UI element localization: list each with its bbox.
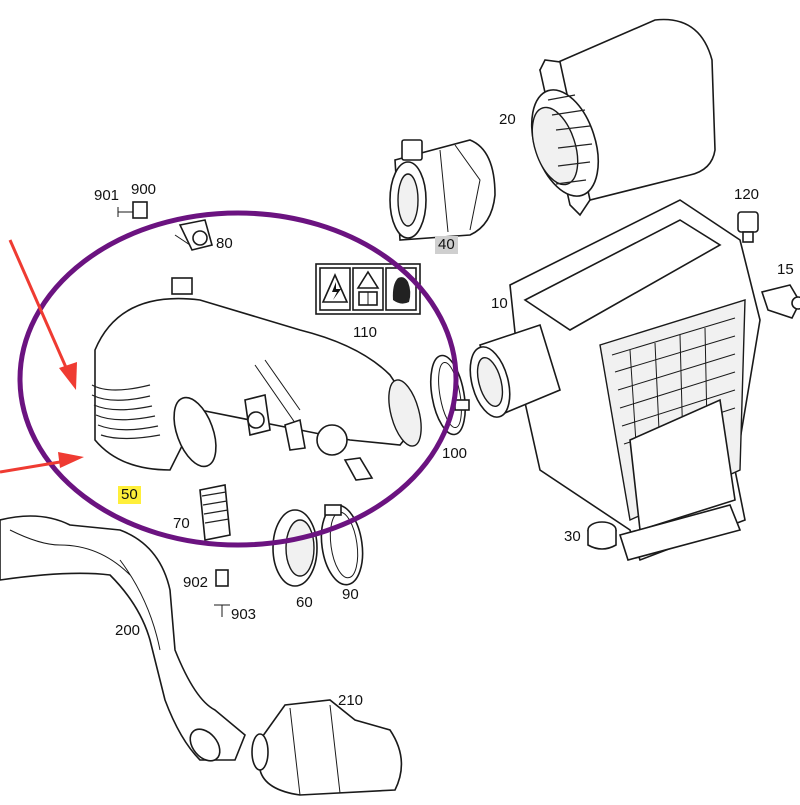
housing-inlet-tube <box>469 323 561 418</box>
electrical-hazard-icon <box>319 267 351 311</box>
callout-40: 40 <box>435 236 458 254</box>
callout-10: 10 <box>491 295 508 312</box>
intake-duct <box>91 297 422 481</box>
callout-15: 15 <box>777 261 794 278</box>
protective-gloves-icon <box>385 267 417 311</box>
mass-air-flow-sensor <box>389 139 496 241</box>
callout-70: 70 <box>173 515 190 532</box>
callout-80: 80 <box>216 235 233 252</box>
seal-60 <box>272 509 318 587</box>
read-manual-icon <box>352 267 384 311</box>
clip-902-903 <box>214 569 230 617</box>
air-filter-cartridge <box>530 18 716 217</box>
grommet-30 <box>587 521 617 550</box>
callout-100: 100 <box>442 445 468 462</box>
callout-120: 120 <box>734 186 760 203</box>
callout-50: 50 <box>118 486 141 504</box>
callout-90: 90 <box>342 586 359 603</box>
part-120 <box>737 211 759 243</box>
intake-hose-200 <box>0 515 246 762</box>
part-15-sensor <box>760 284 800 319</box>
sensor-70 <box>199 484 231 541</box>
clip-900-901 <box>117 201 148 219</box>
callout-110: 110 <box>353 324 377 341</box>
sensor-80 <box>174 219 213 251</box>
callout-20: 20 <box>499 111 516 128</box>
callout-900: 900 <box>131 181 157 198</box>
red-arrow-lower <box>0 452 84 474</box>
duct-sensor <box>244 394 271 436</box>
callout-902: 902 <box>183 574 209 591</box>
duct-clip <box>171 277 193 295</box>
red-arrow-upper <box>8 239 77 390</box>
callout-60: 60 <box>296 594 313 611</box>
air-filter-housing <box>509 199 761 562</box>
callout-903: 903 <box>231 606 257 623</box>
highlight-ellipse <box>17 210 459 548</box>
resonator-210 <box>251 699 403 796</box>
callout-30: 30 <box>564 528 581 545</box>
callout-901: 901 <box>94 187 120 204</box>
callout-210: 210 <box>338 692 364 709</box>
callout-200: 200 <box>115 622 141 639</box>
